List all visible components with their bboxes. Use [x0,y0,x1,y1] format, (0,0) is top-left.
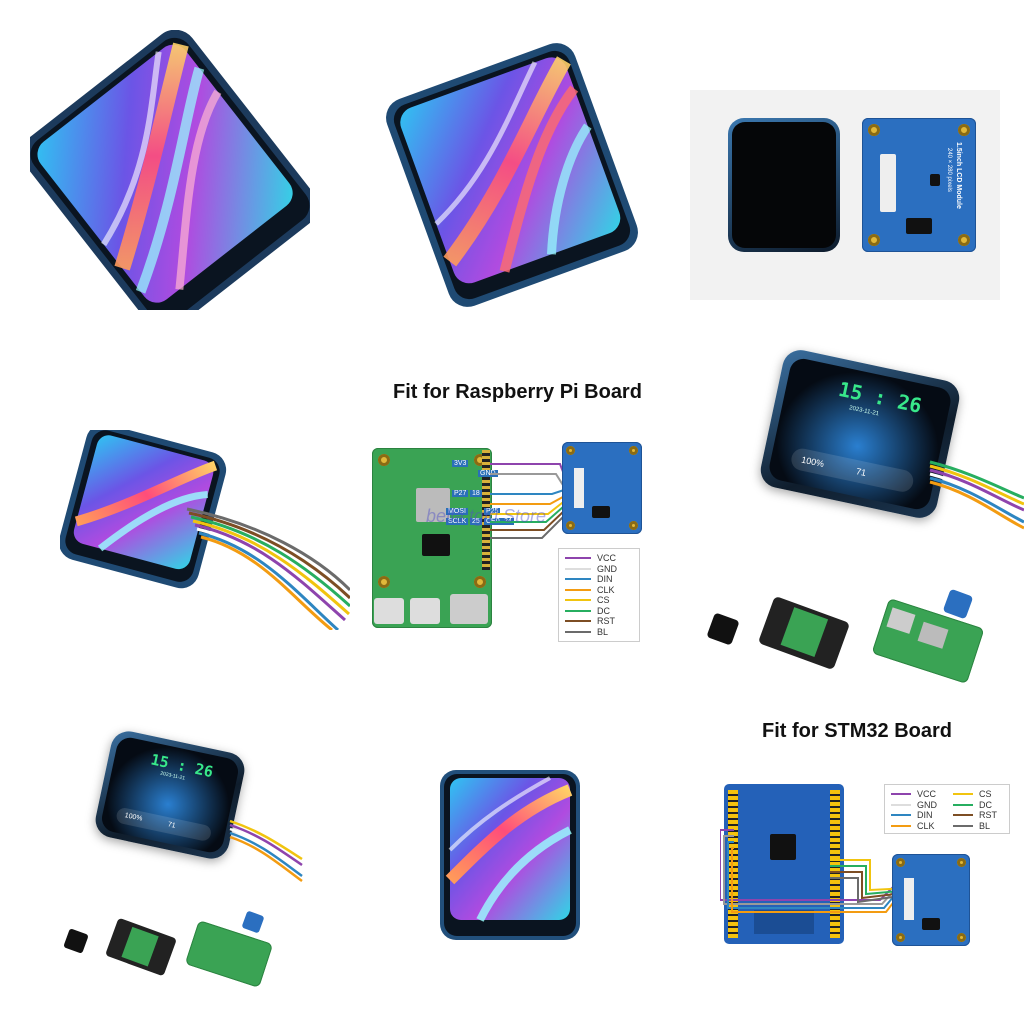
rpi-pin-label-p27: P27 [452,490,469,497]
legend-row: CS [947,789,1009,800]
raspberry-wiring-diagram: 3V3 GND P27 18 MOSI P25 SCLK 25 CE0 24 b… [360,430,660,642]
legend-row: VCC [559,553,639,564]
rpi-pin-label-sclk: SCLK [446,518,469,525]
legend-row: CLK [559,585,639,596]
rpi-pin-label-3v3: 3V3 [452,460,469,467]
lcd-front-back-photo: 1.5inch LCD Module 240 × 280 pixels [690,90,1000,300]
legend-row: GND [885,800,947,811]
lcd-front-image [440,770,580,940]
rpi-pin-label-25: 25 [470,518,482,525]
lcd-front-photo [440,770,580,940]
stm32-heading: Fit for STM32 Board [762,720,953,742]
rpi-wire-legend: VCC GND DIN CLK CS DC RST BL [558,548,640,642]
lcd-display-image-2 [386,43,638,307]
raspberry-heading: Fit for Raspberry Pi Board [393,381,642,403]
lcd-module-back: 1.5inch LCD Module 240 × 280 pixels [862,118,976,252]
stm32-lcd-module-back [892,854,970,946]
stm32-wiring-diagram: VCC GND DIN CLK CS DC RST BL [720,770,1020,950]
legend-row: CS [559,595,639,606]
rpi-lcd-module-back [562,442,642,534]
rpi-pin-label-18: 18 [470,490,482,497]
legend-row: GND [559,564,639,575]
lcd-cable-image [58,423,352,632]
legend-row: BL [947,821,1009,832]
lcd-front-dark [728,118,840,252]
lcd-photo-tilted-left [22,29,318,331]
stm32-wires [720,829,915,913]
stm32-wire-legend: VCC GND DIN CLK CS DC RST BL [884,784,1010,834]
legend-row: BL [559,627,639,638]
legend-row: RST [947,810,1009,821]
lcd-clock-photo: 15 : 26 2023-11-21 100% 71 [700,346,1024,690]
legend-row: DIN [885,810,947,821]
legend-row: VCC [885,789,947,800]
legend-row: DIN [559,574,639,585]
rpi-pin-label-mosi: MOSI [446,508,468,515]
watermark: bella tgirl Store [426,506,547,526]
clock-lcd-cable-small [229,819,303,883]
legend-row: CLK [885,821,947,832]
legend-row: DC [559,606,639,617]
rpi-pin-label-p25: P25 [484,508,501,515]
legend-row: RST [559,616,639,627]
lcd-clock-photo-small: 15 : 26 2023-11-21 100% 71 [40,728,310,995]
lcd-display-image [22,29,318,331]
module-back-resolution: 240 × 280 pixels [946,148,952,192]
lcd-photo-tilted-center [380,40,640,310]
legend-row: DC [947,800,1009,811]
module-back-title: 1.5inch LCD Module [955,142,962,209]
clock-lcd-cable [929,460,1024,530]
lcd-with-cable-photo [58,423,352,632]
rpi-pin-label-gnd: GND [478,470,498,477]
